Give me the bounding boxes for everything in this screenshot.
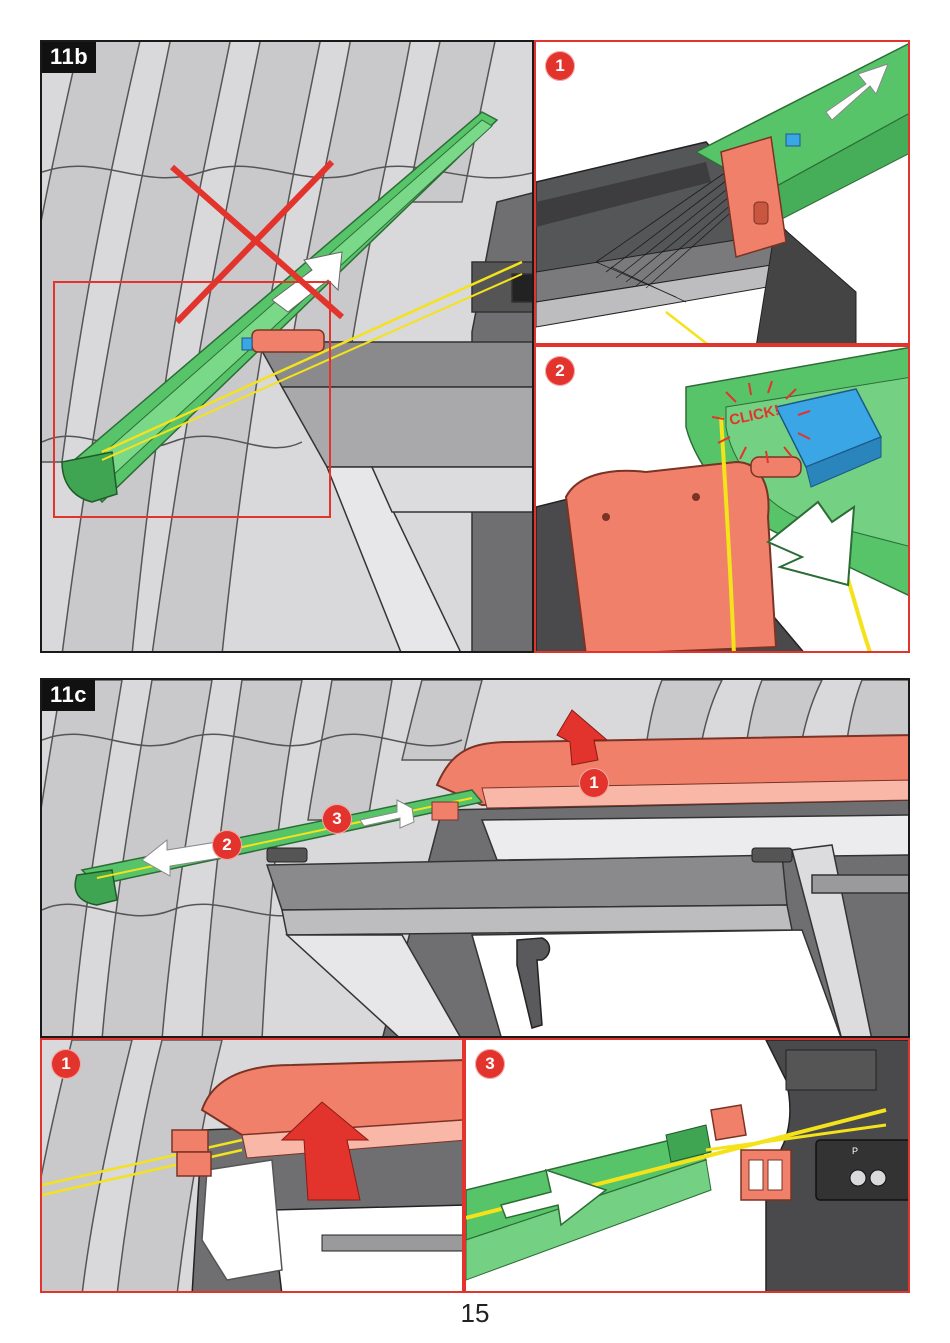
control-button-label: P	[852, 1146, 858, 1156]
page-number: 15	[0, 1298, 950, 1329]
step-11b-detail-1-badge: 1	[545, 51, 575, 81]
step-11c-detail-3-panel: 3 P	[464, 1038, 910, 1293]
step-11c-detail-3-illustration	[466, 1040, 910, 1293]
step-label-11b: 11b	[42, 42, 96, 73]
step-11c-main-panel: 11c	[40, 678, 910, 1038]
step-11b-detail-2-badge: 2	[545, 356, 575, 386]
step-label-11c: 11c	[42, 680, 95, 711]
step-11b-detail-2-panel: 2 CLICK!	[534, 345, 910, 653]
step-11c-detail-1-badge: 1	[51, 1049, 81, 1079]
step-11b-illustration	[42, 42, 534, 653]
step-11b-detail-1-panel: 1	[534, 40, 910, 345]
callout-1: 1	[579, 768, 609, 798]
step-11b-detail-1-illustration	[536, 42, 910, 345]
step-11b-detail-2-illustration	[536, 347, 910, 653]
step-11c-illustration	[42, 680, 910, 1038]
step-11c-detail-1-illustration	[42, 1040, 464, 1293]
step-11c-detail-3-badge: 3	[475, 1049, 505, 1079]
callout-3: 3	[322, 804, 352, 834]
callout-2: 2	[212, 830, 242, 860]
step-11b-main-panel: 11b	[40, 40, 534, 653]
step-11c-detail-1-panel: 1	[40, 1038, 464, 1293]
